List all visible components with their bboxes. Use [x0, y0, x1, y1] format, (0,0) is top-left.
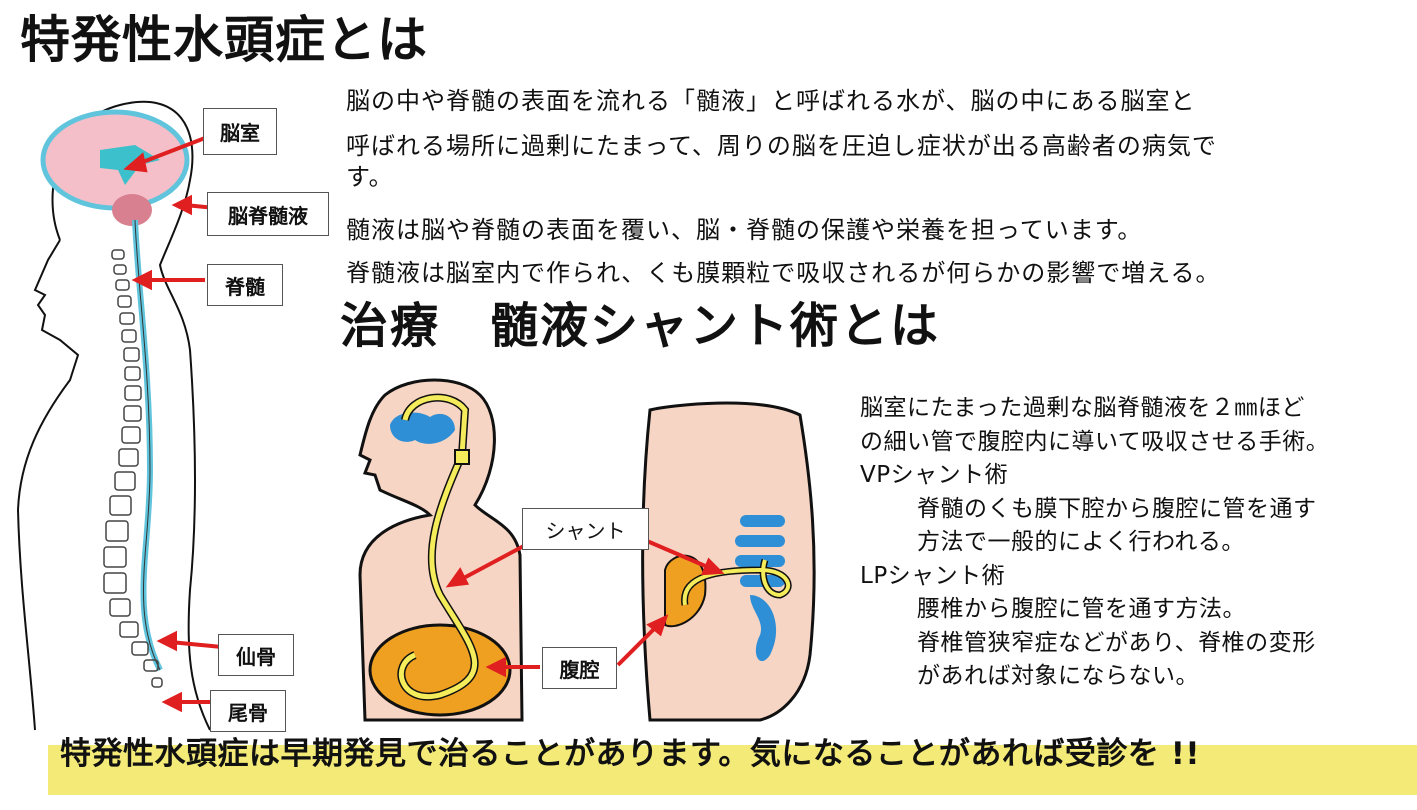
lp-heading: LPシャント術: [860, 562, 1006, 589]
shunt-illustration: [358, 378, 816, 722]
description-line: の細い管で腹腔内に導いて吸収させる手術。: [860, 428, 1330, 455]
intro-line: 脊髄液は脳室内で作られ、くも膜顆粒で吸収されるが何らかの影響で増える。: [346, 259, 1221, 287]
lp-line: があれば対象にならない。: [917, 663, 1199, 689]
lp-line: 腰椎から腹腔に管を通す方法。: [917, 596, 1246, 622]
banner-message: 特発性水頭症は早期発見で治ることがあります。気になることがあれば受診を !!: [60, 736, 1200, 772]
label-abdominal-cavity: 腹腔: [542, 647, 617, 689]
vp-line: 方法で一般的によく行われる。: [917, 529, 1245, 555]
vp-line: 脊髄のくも膜下腔から腹腔に管を通す: [917, 495, 1317, 522]
banner-highlight: [48, 745, 1417, 795]
lp-line: 脊椎管狭窄症などがあり、脊椎の変形: [917, 629, 1316, 656]
shunt-description: 脳室にたまった過剰な脳脊髄液を２㎜ほど の細い管で腹腔内に導いて吸収させる手術。…: [860, 392, 1329, 694]
label-coccyx: 尾骨: [210, 690, 286, 732]
intro-line: 髄液は脳や脊髄の表面を覆い、脳・脊髄の保護や栄養を担っています。: [346, 216, 1143, 244]
label-shunt: シャント: [522, 508, 649, 550]
vp-heading: VPシャント術: [860, 462, 1009, 488]
intro-line: 呼ばれる場所に過剰にたまって、周りの脳を圧迫し症状が出る高齢者の病気で: [346, 132, 1217, 160]
intro-line: 脳の中や脊髄の表面を流れる「髄液」と呼ばれる水が、脳の中にある脳室と: [346, 87, 1196, 115]
label-spinal-cord: 脊髄: [207, 264, 283, 306]
label-sacrum: 仙骨: [218, 634, 294, 676]
anatomy-illustration: [16, 100, 223, 731]
description-line: 脳室にたまった過剰な脳脊髄液を２㎜ほど: [860, 395, 1305, 421]
intro-line: す。: [346, 163, 394, 191]
label-csf: 脳脊髄液: [207, 192, 329, 236]
page-title: 特発性水頭症とは: [20, 11, 428, 69]
label-ventricle: 脳室: [203, 108, 277, 155]
treatment-title: 治療 髄液シャント術とは: [340, 298, 941, 354]
